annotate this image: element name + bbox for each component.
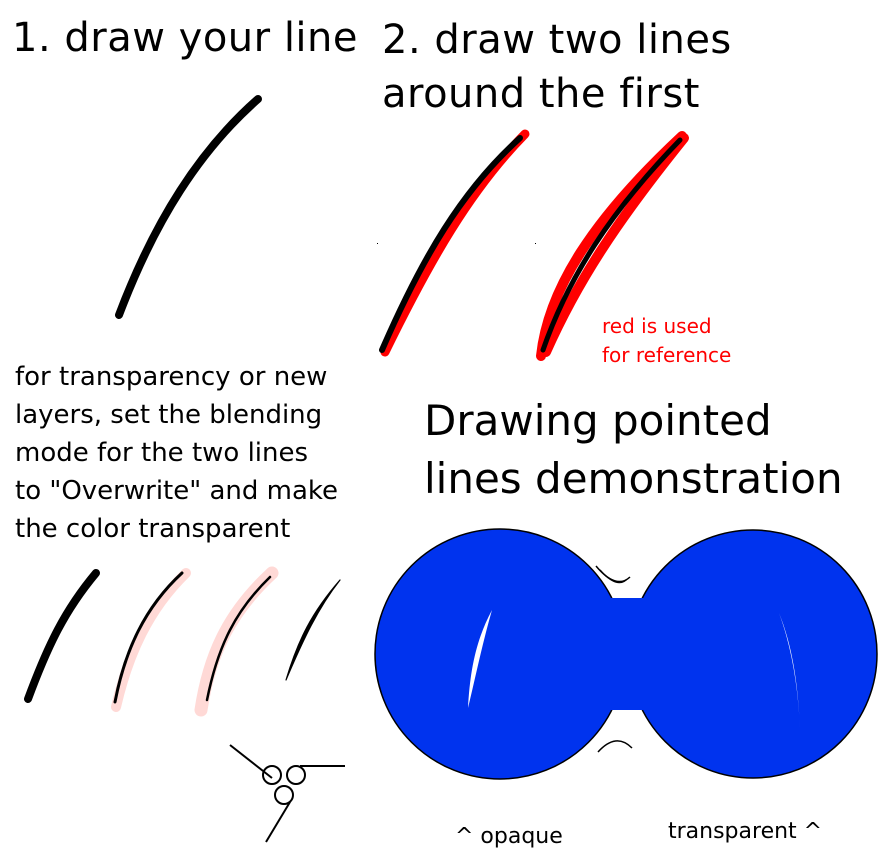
instructions-line-5: the color transparent	[15, 514, 291, 544]
step2-black-line-left	[379, 135, 523, 353]
original-line-stroke	[115, 95, 262, 319]
instructions-line-2: layers, set the blending	[15, 400, 323, 430]
instructions-line-4: to "Overwrite" and make	[15, 476, 339, 506]
caption-transparent: transparent ^	[668, 819, 823, 844]
caption-opaque: ^ opaque	[455, 824, 563, 849]
progression-line-3-black	[205, 575, 272, 702]
step2-red-line-left	[380, 129, 530, 357]
demo-title-line-2: lines demonstration	[424, 454, 843, 503]
demo-title-line-1: Drawing pointed	[424, 396, 772, 445]
progression-line-4-pointed	[285, 579, 341, 681]
progression-line-2-pink	[111, 568, 191, 712]
pen-signature-icon	[229, 744, 345, 843]
speck-mark	[377, 243, 378, 244]
speck-mark	[535, 243, 536, 244]
step-1-heading: 1. draw your line	[12, 15, 358, 61]
progression-line-2-black	[113, 571, 184, 704]
step-2-heading-line-1: 2. draw two lines	[382, 17, 732, 63]
step2-red-inner-stroke	[541, 133, 689, 357]
reference-note: red is used for reference	[602, 312, 731, 370]
step-2-heading-line-2: around the first	[382, 71, 700, 117]
reference-note-line-1: red is used	[602, 314, 712, 338]
instructions-line-1: for transparency or new	[15, 362, 328, 392]
demo-title: Drawing pointed lines demonstration	[424, 392, 843, 508]
progression-line-1	[24, 569, 100, 703]
reference-note-line-2: for reference	[602, 343, 732, 367]
upper-notch-edge	[595, 565, 631, 583]
instructions-paragraph: for transparency or new layers, set the …	[15, 358, 338, 548]
circle-bridge	[560, 598, 690, 710]
step2-black-center-line	[540, 137, 683, 353]
lower-notch-edge	[597, 740, 633, 753]
lower-notch-fill	[590, 740, 640, 770]
instructions-line-3: mode for the two lines	[15, 438, 309, 468]
progression-line-3-pink	[194, 566, 279, 717]
step2-red-outer-stroke	[536, 131, 687, 361]
upper-notch-fill	[590, 556, 640, 583]
circles-demo	[374, 528, 878, 780]
